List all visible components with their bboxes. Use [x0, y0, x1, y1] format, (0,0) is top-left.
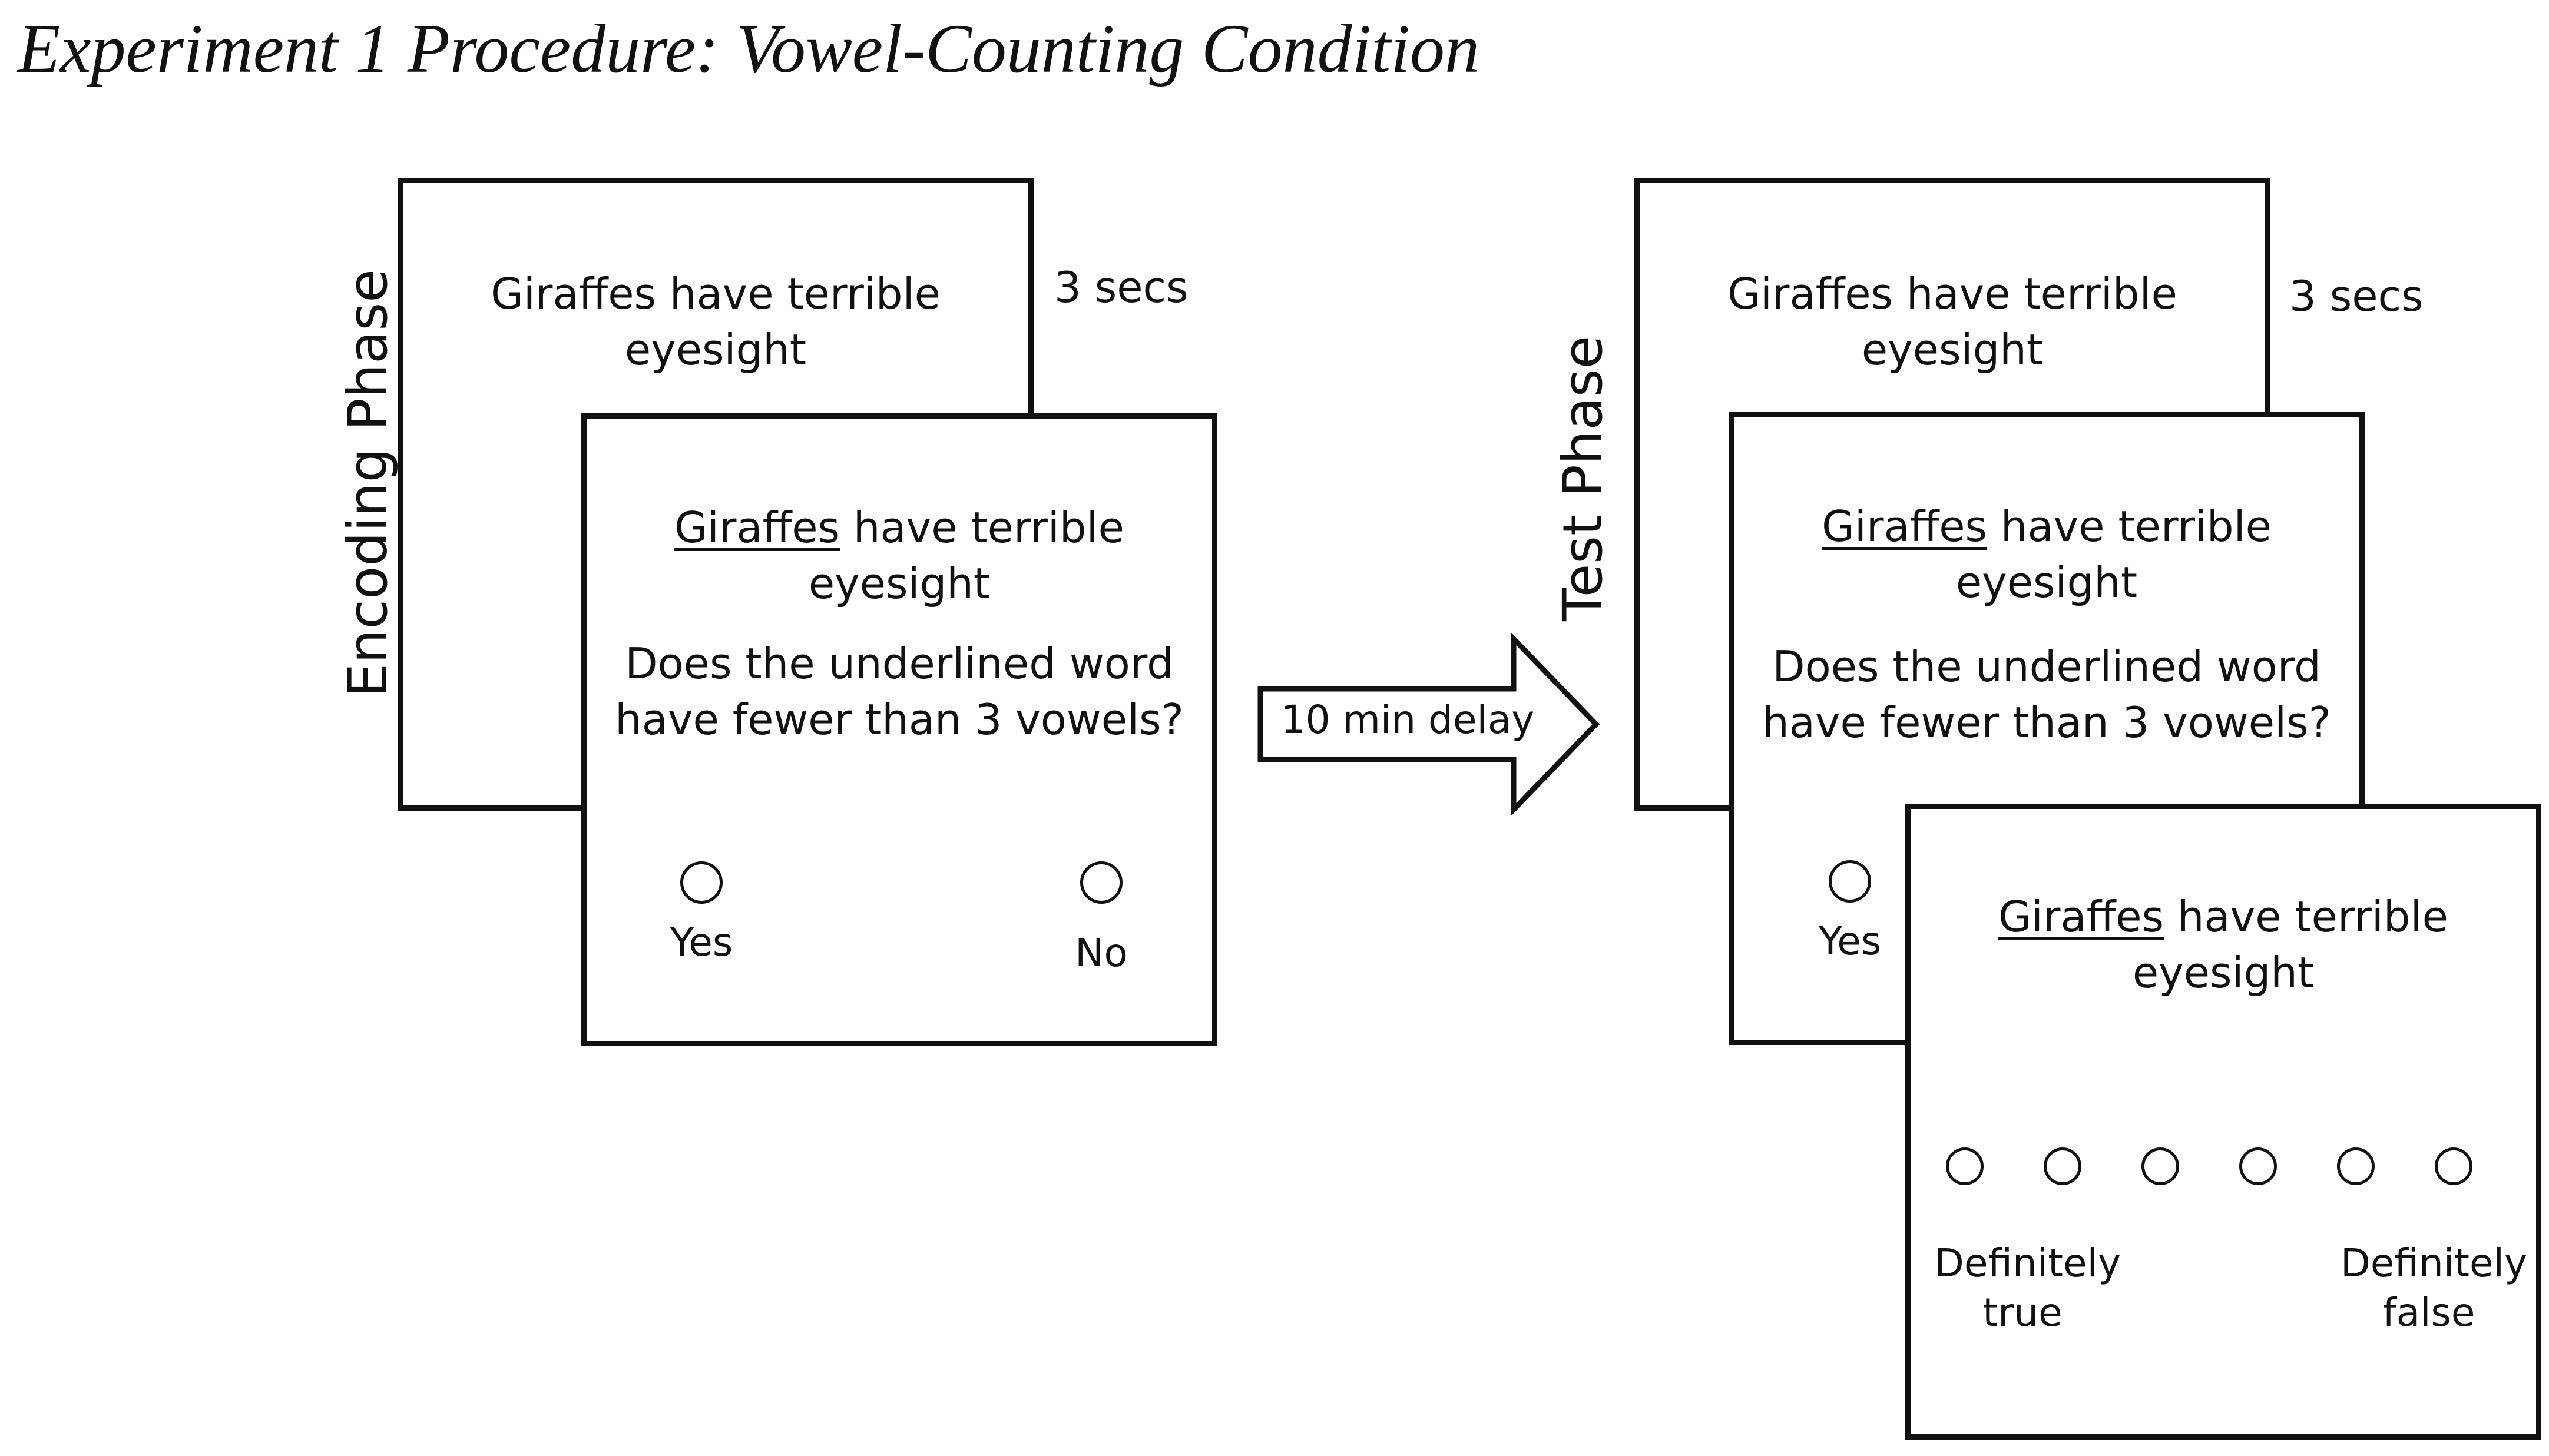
right-anchor-label: Definitely false — [2341, 1239, 2528, 1338]
yes-label: Yes — [1818, 918, 1882, 964]
right-anchor-line-1: Definitely — [2341, 1241, 2528, 1286]
sentence-line-1: Giraffes have terrible — [587, 499, 1212, 556]
figure-title: Experiment 1 Procedure: Vowel-Counting C… — [18, 10, 1479, 87]
rating-option-radio[interactable] — [2141, 1147, 2179, 1185]
rating-option-radio[interactable] — [2044, 1147, 2081, 1185]
rating-option-radio[interactable] — [2239, 1147, 2277, 1185]
yes-radio[interactable] — [1829, 860, 1871, 903]
sentence-line-2: eyesight — [808, 559, 991, 608]
sentence-rest: have terrible — [2164, 892, 2448, 941]
sentence-rest: have terrible — [1987, 502, 2272, 551]
right-anchor-line-2: false — [2382, 1290, 2475, 1335]
question-line-1: Does the underlined word — [625, 639, 1174, 688]
left-anchor-line-2: true — [1982, 1290, 2063, 1335]
sentence-line-1: Giraffes have terrible — [491, 269, 941, 319]
sentence-line-1: Giraffes have terrible — [1734, 498, 2359, 555]
sentence-line-1: Giraffes have terrible — [1727, 269, 2177, 319]
encoding-duration-label: 3 secs — [1054, 263, 1189, 312]
yes-label: Yes — [670, 920, 733, 965]
delay-arrow-icon — [1257, 633, 1600, 815]
no-radio[interactable] — [1080, 861, 1123, 904]
left-anchor-label: Definitely true — [1934, 1239, 2121, 1338]
test-screen-truth-rating: Giraffes have terrible eyesight Definite… — [1905, 804, 2541, 1440]
rating-option-radio[interactable] — [2337, 1147, 2375, 1185]
sentence-line-2: eyesight — [1955, 558, 2138, 607]
encoding-screen-question: Giraffes have terrible eyesight Does the… — [581, 413, 1217, 1046]
rating-option-radio[interactable] — [1946, 1147, 1984, 1185]
question-line-1: Does the underlined word — [1772, 642, 2321, 691]
sentence-line-1: Giraffes have terrible — [1911, 888, 2536, 945]
underlined-word: Giraffes — [1998, 892, 2164, 941]
no-label: No — [1075, 930, 1128, 976]
underlined-word: Giraffes — [674, 503, 840, 552]
sentence-line-2: eyesight — [624, 325, 807, 374]
test-duration-label: 3 secs — [2289, 271, 2424, 321]
rating-option-radio[interactable] — [2435, 1147, 2472, 1185]
left-anchor-line-1: Definitely — [1934, 1241, 2121, 1286]
underlined-word: Giraffes — [1822, 502, 1988, 551]
sentence-rest: have terrible — [840, 503, 1124, 552]
delay-label: 10 min delay — [1280, 697, 1535, 742]
sentence-line-2: eyesight — [2132, 948, 2315, 997]
question-line-2: have fewer than 3 vowels? — [615, 695, 1184, 744]
yes-radio[interactable] — [680, 861, 723, 904]
encoding-phase-label: Encoding Phase — [336, 269, 399, 698]
question-line-2: have fewer than 3 vowels? — [1762, 698, 2331, 747]
sentence-line-2: eyesight — [1861, 325, 2044, 374]
test-phase-label: Test Phase — [1551, 335, 1614, 621]
